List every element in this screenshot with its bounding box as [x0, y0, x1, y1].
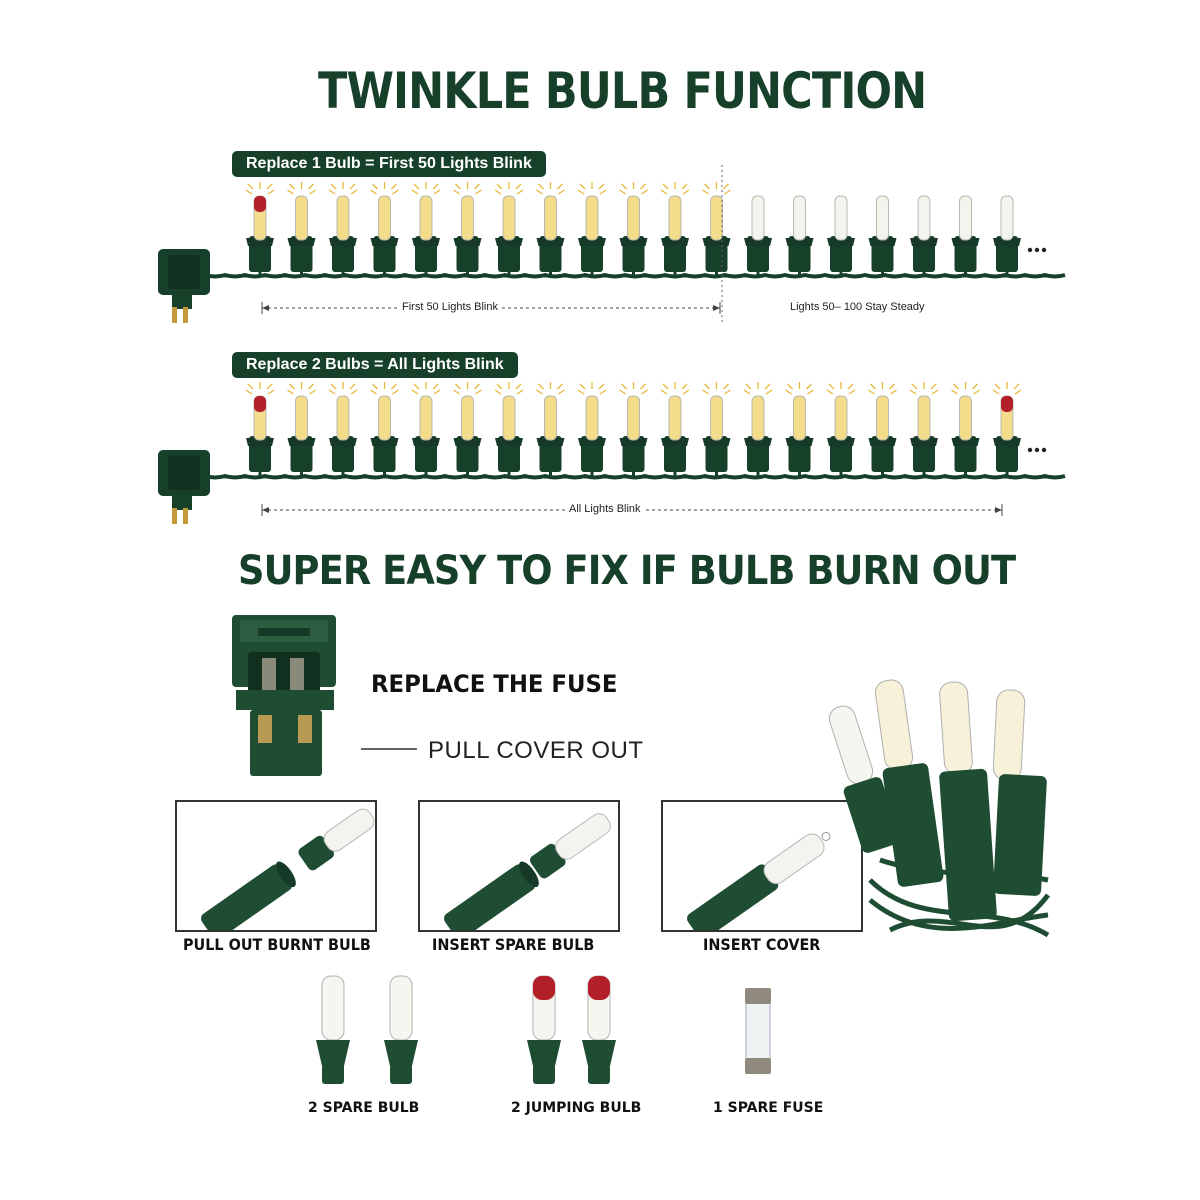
bulb-icon: [868, 195, 897, 275]
bulb-icon: [868, 382, 897, 476]
bulb-icon: [702, 382, 731, 476]
accessory-label-spare-fuse: 1 SPARE FUSE: [713, 1100, 824, 1116]
span-first-50-caption: First 50 Lights Blink: [398, 301, 502, 313]
bulb-icon: [453, 382, 482, 476]
bulb-icon: [411, 382, 441, 476]
pull-cover-step: PULL COVER OUT: [428, 737, 644, 764]
badge-replace-two-bulbs: Replace 2 Bulbs = All Lights Blink: [232, 352, 518, 378]
bulb-icon: [619, 182, 648, 275]
bulb-icon: [328, 182, 358, 275]
ellipsis-icon: [1027, 247, 1047, 253]
step-label-insert-spare: INSERT SPARE BULB: [432, 935, 595, 954]
main-title: TWINKLE BULB FUNCTION: [318, 62, 927, 120]
bulb-icon: [536, 182, 565, 275]
jumping-bulb-icon: [245, 182, 275, 275]
bulb-icon: [785, 195, 814, 275]
badge-replace-one-bulb: Replace 1 Bulb = First 50 Lights Blink: [232, 151, 546, 177]
bulb-icon: [827, 195, 855, 275]
step-label-insert-cover: INSERT COVER: [703, 935, 821, 954]
bulb-icon: [328, 382, 358, 476]
jumping-bulb-icon: [245, 382, 275, 476]
jumping-bulb-icon: [582, 975, 616, 1084]
fuse-icon: [745, 988, 771, 1074]
bulb-icon: [577, 382, 607, 476]
wire: [204, 473, 1066, 480]
step-panel-insert-spare: [418, 800, 620, 932]
ellipsis-icon: [1027, 447, 1047, 453]
bulb-icon: [411, 182, 441, 275]
bulb-icon: [287, 382, 316, 476]
accessory-label-spare-bulb: 2 SPARE BULB: [308, 1100, 420, 1116]
bulb-icon: [660, 382, 690, 476]
bulb-icon: [619, 382, 648, 476]
bulb-icon: [993, 195, 1021, 275]
spare-bulb-icon: [384, 975, 418, 1084]
bulb-icon: [494, 382, 524, 476]
wire: [204, 272, 1066, 279]
bulb-icon: [826, 382, 856, 476]
bulb-icon: [536, 382, 565, 476]
span-stay-steady-caption: Lights 50– 100 Stay Steady: [786, 301, 929, 313]
cluster-bulb-4: [992, 689, 1047, 896]
fix-title: SUPER EASY TO FIX IF BULB BURN OUT: [238, 548, 1016, 594]
bulb-icon: [910, 195, 938, 275]
bulb-icon: [660, 182, 690, 275]
replace-fuse-heading: REPLACE THE FUSE: [371, 670, 618, 698]
step-panel-insert-cover: [661, 800, 863, 932]
step-label-pull-out: PULL OUT BURNT BULB: [183, 935, 371, 954]
cluster-bulb-3: [939, 681, 997, 922]
bulb-icon: [744, 195, 772, 275]
plug-icon: [158, 249, 210, 323]
bulb-icon: [743, 382, 773, 476]
step-panel-pull-out: [175, 800, 377, 932]
bulb-icon: [577, 182, 607, 275]
spare-bulb-icon: [316, 975, 350, 1084]
fuse-plug-icon: [232, 615, 336, 776]
bulb-icon: [287, 182, 316, 275]
bulb-icon: [370, 182, 399, 275]
bulb-icon: [909, 382, 939, 476]
bulb-icon: [370, 382, 399, 476]
dimension-line: [261, 504, 1003, 516]
jumping-bulb-icon: [992, 382, 1022, 476]
accessory-label-jumping-bulb: 2 JUMPING BULB: [511, 1100, 642, 1116]
bulb-icon: [951, 382, 980, 476]
bulb-icon: [785, 382, 814, 476]
bulb-icon: [951, 195, 980, 275]
plug-icon: [158, 450, 210, 524]
bulb-icon: [453, 182, 482, 275]
span-all-lights-caption: All Lights Blink: [565, 503, 645, 515]
bulb-icon: [494, 182, 524, 275]
cluster-bulb-2: [874, 679, 944, 887]
light-strand-two: [158, 382, 1066, 524]
jumping-bulb-icon: [527, 975, 561, 1084]
